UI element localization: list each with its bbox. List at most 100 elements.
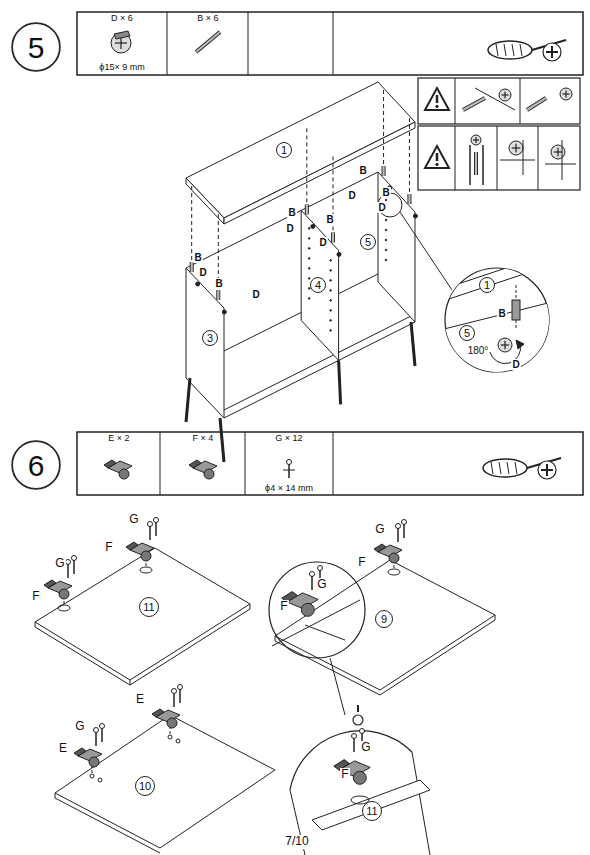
part-quantity: G × 12 (275, 434, 302, 444)
part-outline (35, 548, 250, 680)
line (101, 728, 103, 742)
circle-shape (330, 270, 332, 272)
circle-shape (385, 229, 387, 231)
line (275, 641, 380, 695)
part-quantity: ϕ15× 9 mm (99, 63, 144, 73)
circle-shape (330, 320, 332, 322)
circle-shape (72, 556, 77, 561)
circle-shape (308, 228, 310, 230)
line (408, 194, 410, 204)
circle-shape (318, 566, 323, 571)
part-outline (189, 460, 201, 468)
circle-shape (413, 214, 417, 218)
part-outline (104, 460, 116, 468)
line (411, 322, 415, 366)
line (520, 78, 521, 124)
callout-circle: 5 (360, 234, 376, 250)
circle-shape (353, 715, 363, 725)
part-letter: F (340, 768, 349, 781)
circle-shape (499, 89, 511, 101)
hinge-cup (58, 605, 70, 611)
circle-shape (330, 280, 332, 282)
screwdriver-handle (483, 459, 527, 477)
part-outline (301, 210, 338, 360)
line (469, 145, 471, 185)
line (186, 172, 378, 268)
line (475, 88, 515, 110)
callout-number: 11 (366, 805, 377, 817)
callout-circle: 4 (310, 277, 326, 293)
line (190, 262, 194, 272)
circle-shape (308, 248, 310, 250)
line (353, 738, 355, 752)
circle-shape (12, 23, 60, 71)
line (403, 524, 405, 538)
part-outline (425, 88, 449, 110)
part-quantity: D × 6 (111, 14, 133, 24)
line (275, 636, 276, 641)
part-outline (312, 780, 430, 830)
line (380, 620, 495, 695)
line (520, 44, 522, 56)
line (551, 46, 553, 58)
line (455, 126, 456, 190)
part-letter: F (279, 600, 288, 613)
part-outline (516, 340, 524, 349)
callout-circle: 11 (362, 801, 382, 821)
callout-number: 5 (28, 31, 45, 64)
circle-shape (385, 249, 387, 251)
part-letter: G (54, 557, 65, 570)
circle-shape (509, 141, 523, 155)
circle-shape (141, 551, 151, 561)
line (179, 689, 181, 703)
line (496, 44, 498, 56)
frame (418, 126, 580, 190)
line (527, 98, 546, 110)
circle-shape (308, 278, 310, 280)
part-letter: B (287, 207, 296, 218)
part-letter: D (285, 223, 294, 234)
circle-shape (94, 728, 99, 733)
page-number: 7/10 (284, 835, 309, 848)
circle-shape (436, 105, 438, 107)
callout-number: 1 (281, 144, 287, 156)
circle-shape (311, 224, 315, 228)
line (357, 705, 359, 712)
circle-shape (308, 298, 310, 300)
line (463, 98, 485, 110)
line (272, 600, 360, 646)
frame (418, 78, 580, 124)
circle-shape (310, 572, 315, 577)
part-quantity: E × 2 (108, 434, 129, 444)
line (120, 37, 121, 49)
part-outline (275, 560, 495, 690)
line (73, 560, 75, 574)
line (55, 798, 160, 853)
circle-shape (178, 685, 183, 690)
part-outline (378, 172, 415, 322)
circle-shape (204, 469, 214, 479)
line (463, 98, 485, 110)
circle-shape (385, 259, 387, 261)
line (245, 432, 246, 495)
line (382, 166, 384, 176)
line (331, 232, 335, 242)
line (196, 32, 220, 52)
frame (77, 12, 583, 75)
line (504, 91, 505, 98)
line (160, 432, 161, 495)
line (155, 522, 157, 536)
line (149, 526, 151, 540)
part-letter: B (214, 278, 223, 289)
callout-number: 6 (28, 449, 45, 482)
line (288, 464, 290, 478)
circle-shape (560, 88, 572, 100)
line (330, 658, 345, 715)
line (250, 604, 251, 609)
part-letter: G (316, 578, 327, 591)
line (191, 262, 193, 272)
parts-box: E × 2F × 4G × 12ϕ4 × 14 mm (77, 432, 333, 495)
circle-shape (154, 518, 159, 523)
part-letter: G (128, 513, 139, 526)
